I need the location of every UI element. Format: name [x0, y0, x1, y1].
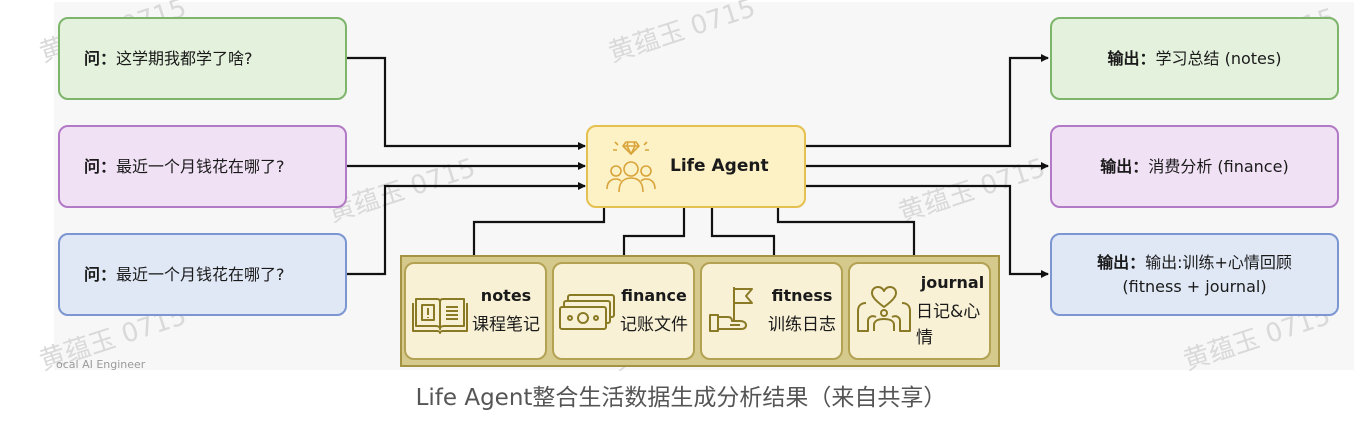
output-prefix: 输出： — [1107, 48, 1156, 68]
tool-desc: 记账文件 — [620, 315, 688, 335]
question-box-1: 问： 这学期我都学了啥? — [58, 17, 347, 100]
figure-caption: Life Agent整合生活数据生成分析结果（来自共享） — [415, 385, 947, 411]
tool-name: fitness — [771, 286, 833, 305]
output-box-1: 输出： 学习总结 (notes) — [1050, 17, 1339, 100]
tool-desc: 日记&心情 — [916, 302, 981, 348]
question-prefix: 问： — [84, 48, 117, 68]
output-line-1: 输出：输出:训练+心情回顾 — [1097, 251, 1292, 275]
output-text: 输出:训练+心情回顾 — [1145, 252, 1292, 272]
question-prefix: 问： — [84, 264, 117, 284]
tool-notes: notes 课程笔记 — [404, 262, 547, 360]
tool-journal-text: journal 日记&心情 — [916, 271, 989, 351]
tool-name: finance — [621, 286, 687, 305]
tool-fitness-text: fitness 训练日志 — [768, 284, 836, 338]
link-tool-finance — [622, 207, 686, 262]
tool-desc: 课程笔记 — [472, 315, 540, 335]
question-text: 最近一个月钱花在哪了? — [116, 156, 285, 176]
footer-fragment: ocal AI Engineer — [56, 358, 146, 371]
money-icon — [559, 294, 615, 330]
question-box-3: 问： 最近一个月钱花在哪了? — [58, 233, 347, 316]
question-text: 最近一个月钱花在哪了? — [116, 264, 285, 284]
life-agent-box: Life Agent — [586, 125, 806, 208]
question-prefix: 问： — [84, 156, 117, 176]
agent-label: Life Agent — [670, 155, 769, 176]
tool-name: journal — [920, 273, 985, 292]
output-prefix: 输出： — [1097, 252, 1146, 272]
tool-fitness: fitness 训练日志 — [700, 262, 843, 360]
flag-hand-icon — [709, 287, 753, 332]
people-diamond-icon — [606, 140, 656, 192]
tool-finance: finance 记账文件 — [552, 262, 695, 360]
tool-journal: journal 日记&心情 — [848, 262, 991, 360]
link-tool-journal — [776, 207, 916, 262]
tool-notes-text: notes 课程笔记 — [472, 284, 540, 338]
link-tool-notes — [472, 207, 606, 262]
arrow-input-1 — [347, 56, 586, 150]
arrow-output-1 — [806, 54, 1049, 148]
output-line-2: (fitness + journal) — [1122, 276, 1267, 296]
output-text: 消费分析 (finance) — [1148, 156, 1289, 176]
book-icon — [412, 298, 468, 334]
question-text: 这学期我都学了啥? — [116, 48, 253, 68]
output-box-3: 输出：输出:训练+心情回顾 (fitness + journal) — [1050, 233, 1339, 316]
output-text: 学习总结 (notes) — [1155, 48, 1282, 68]
tool-finance-text: finance 记账文件 — [620, 284, 688, 338]
output-prefix: 输出： — [1100, 156, 1149, 176]
arrow-output-3 — [806, 184, 1049, 278]
output-box-2: 输出： 消费分析 (finance) — [1050, 125, 1339, 208]
tool-desc: 训练日志 — [768, 315, 836, 335]
heart-person-icon — [857, 286, 911, 332]
arrow-input-3 — [347, 182, 586, 276]
link-tool-fitness — [710, 207, 776, 262]
tool-name: notes — [480, 286, 532, 305]
question-box-2: 问： 最近一个月钱花在哪了? — [58, 125, 347, 208]
